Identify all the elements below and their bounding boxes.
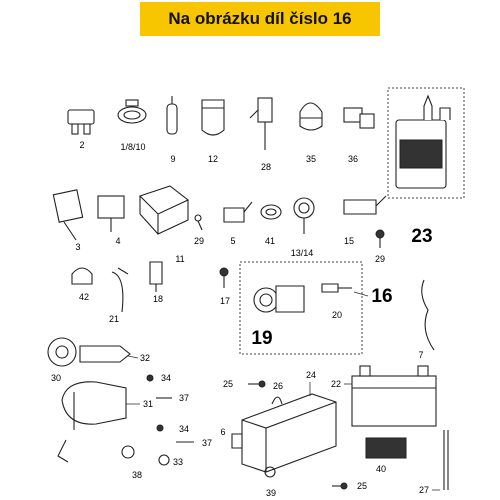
label-39: 39 (266, 488, 276, 498)
part-37-bolt-b[interactable]: 37 (176, 438, 212, 448)
part-15-horn[interactable]: 15 (343, 195, 387, 246)
part-25-screw[interactable]: 25 (223, 379, 266, 389)
label-28: 28 (261, 162, 271, 172)
label-29b: 29 (375, 254, 385, 264)
part-3-relay[interactable]: 3 (52, 189, 84, 252)
part-9-bulb[interactable]: 9 (166, 96, 178, 164)
part-29-screw[interactable]: 29 (194, 214, 204, 246)
part-25-screw-b[interactable]: 25 (332, 481, 367, 491)
part-11-regulator[interactable]: 11 (138, 185, 190, 264)
part-28-switch[interactable]: 28 (249, 97, 273, 172)
part-1-8-10-clamp[interactable]: 1/8/10 (117, 99, 147, 152)
label-29a: 29 (194, 236, 204, 246)
part-42-clip[interactable]: 42 (71, 267, 93, 302)
label-18: 18 (153, 294, 163, 304)
label-41: 41 (265, 236, 275, 246)
part-35-boot[interactable]: 35 (299, 102, 323, 164)
label-32: 32 (140, 353, 150, 363)
part-2-fuse[interactable]: 2 (67, 109, 95, 150)
label-38: 38 (132, 470, 142, 480)
label-36: 36 (348, 154, 358, 164)
label-6: 6 (220, 427, 225, 437)
label-16: 16 (371, 286, 392, 307)
part-38-washer[interactable]: 38 (121, 445, 142, 480)
part-34-nut[interactable]: 34 (146, 373, 171, 383)
label-23: 23 (411, 226, 432, 247)
label-25b: 25 (357, 481, 367, 491)
part-33-washer[interactable]: 33 (158, 454, 183, 467)
part-34-nut-b[interactable]: 34 (156, 424, 189, 434)
label-35: 35 (306, 154, 316, 164)
label-31: 31 (143, 399, 153, 409)
label-21: 21 (109, 314, 119, 324)
part-39-grommet[interactable]: 39 (264, 466, 276, 498)
label-26: 26 (273, 381, 283, 391)
label-34a: 34 (161, 373, 171, 383)
part-6-clip[interactable]: 6 (220, 427, 243, 449)
part-31-starter[interactable]: 31 (57, 381, 153, 463)
part-20-key[interactable]: 20 16 (321, 283, 393, 320)
label-37b: 37 (202, 438, 212, 448)
part-13-14-lock[interactable]: 13/14 (291, 197, 315, 258)
title-banner: Na obrázku díl číslo 16 (140, 2, 380, 36)
label-13-14: 13/14 (291, 248, 314, 258)
label-12: 12 (208, 154, 218, 164)
part-32-drive[interactable]: 32 (79, 345, 150, 363)
part-21-tie[interactable]: 21 (109, 267, 129, 324)
part-27-hose[interactable]: 27 (419, 430, 449, 495)
label-34b: 34 (179, 424, 189, 434)
label-25a: 25 (223, 379, 233, 389)
label-22: 22 (331, 379, 341, 389)
part-36-connector[interactable]: 36 (343, 107, 375, 164)
part-37-bolt[interactable]: 37 (156, 393, 189, 403)
part-29-screw-b[interactable]: 29 (375, 229, 385, 264)
label-11: 11 (175, 254, 184, 264)
part-23-oil-bottle[interactable]: 23 (387, 87, 465, 247)
label-40: 40 (376, 464, 386, 474)
part-22-battery[interactable]: 22 (331, 365, 437, 427)
part-12-cap[interactable]: 12 (201, 99, 225, 164)
label-33: 33 (173, 457, 183, 467)
label-37a: 37 (179, 393, 189, 403)
label-17: 17 (220, 296, 230, 306)
part-30-gear[interactable]: 30 (47, 337, 77, 383)
part-19-ignition[interactable]: 19 (239, 261, 363, 355)
label-19: 19 (251, 328, 272, 349)
label-20: 20 (332, 310, 342, 320)
label-5: 5 (230, 236, 235, 246)
part-17-bolt[interactable]: 17 (219, 267, 230, 306)
label-3: 3 (75, 242, 80, 252)
label-1-8-10: 1/8/10 (120, 142, 145, 152)
part-7-wire[interactable]: 7 (418, 279, 435, 360)
part-41-clip[interactable]: 41 (260, 204, 282, 246)
part-4-relay[interactable]: 4 (97, 195, 125, 246)
part-26-strap[interactable]: 26 (271, 381, 283, 405)
part-24-battery-tray[interactable]: 24 (241, 370, 337, 473)
label-15: 15 (344, 236, 354, 246)
label-24: 24 (306, 370, 316, 380)
banner-title: Na obrázku díl číslo 16 (168, 9, 352, 28)
part-5-sensor[interactable]: 5 (223, 201, 253, 246)
label-4: 4 (115, 236, 120, 246)
part-40-pad[interactable]: 40 (365, 437, 407, 474)
label-30: 30 (51, 373, 61, 383)
part-18-bracket[interactable]: 18 (149, 261, 163, 304)
label-7: 7 (418, 350, 423, 360)
label-9: 9 (170, 154, 175, 164)
label-42: 42 (79, 292, 89, 302)
label-2: 2 (79, 140, 84, 150)
label-27: 27 (419, 485, 429, 495)
